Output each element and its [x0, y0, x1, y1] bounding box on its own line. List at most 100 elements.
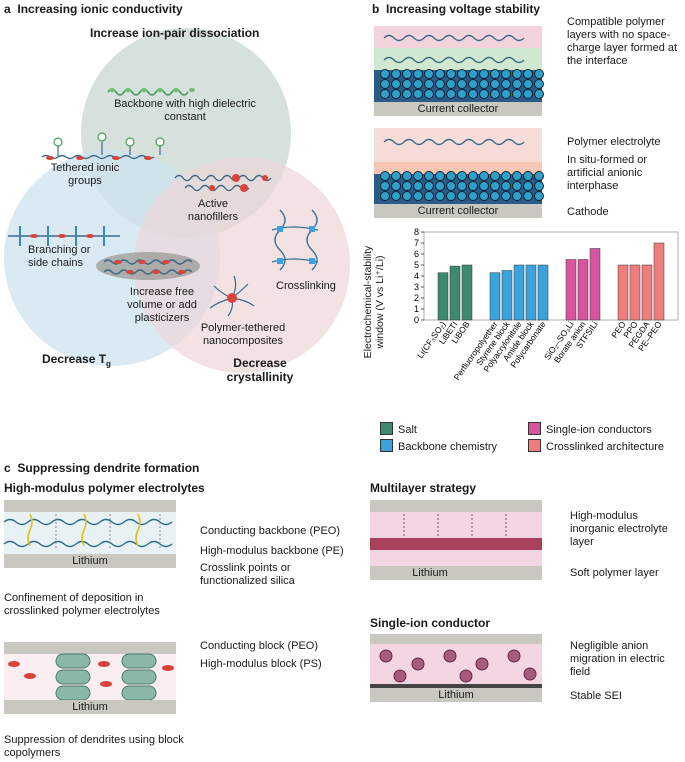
chart-bar: [629, 264, 641, 321]
legend-swatch: [528, 422, 541, 435]
cathode-particle: [435, 79, 445, 89]
cathode-particle: [402, 181, 412, 191]
cathode-particle: [534, 181, 544, 191]
cathode-particle: [512, 89, 522, 99]
legend-label: Single-ion conductors: [546, 424, 652, 436]
cathode-particle: [446, 89, 456, 99]
cathode-particle: [424, 79, 434, 89]
cathode-particle: [501, 89, 511, 99]
bc-high-modulus-label: High-modulus block (PS): [200, 658, 322, 670]
cathode-particle: [523, 89, 533, 99]
legend-swatch: [380, 422, 393, 435]
cathode-particle: [446, 181, 456, 191]
cathode-particle: [457, 171, 467, 181]
cathode-particle: [391, 181, 401, 191]
chart-bar: [501, 270, 513, 321]
chart-bar: [617, 264, 629, 321]
tethered-label: Tethered ionic groups: [50, 162, 120, 187]
legend-item: Single-ion conductors: [528, 422, 652, 436]
cathode-particle: [435, 171, 445, 181]
cathode-particle: [479, 89, 489, 99]
cathode-particle: [534, 171, 544, 181]
chart-bar: [653, 242, 665, 321]
cathode-particle: [391, 89, 401, 99]
cathode-particle: [523, 191, 533, 201]
cathode-particle: [468, 171, 478, 181]
crosslinking-label: Crosslinking: [276, 280, 336, 292]
chart-ytick-label: 4: [414, 271, 419, 281]
legend-item: Backbone chemistry: [380, 439, 497, 453]
cathode-particle: [413, 89, 423, 99]
interphase-label: In situ-formed or artificial anionic int…: [567, 154, 648, 192]
cathode-particle: [457, 89, 467, 99]
hm-caption: Confinement of deposition in crosslinked…: [4, 592, 160, 617]
cathode-particle: [413, 69, 423, 79]
hm-high-modulus-label: High-modulus backbone (PE): [200, 545, 344, 557]
chart-ytick-label: 5: [414, 260, 419, 270]
si-negligible-label: Negligible anion migration in electric f…: [570, 640, 665, 678]
chart-bar: [641, 264, 653, 321]
panel-a-heading: a Increasing ionic conductivity: [4, 2, 183, 16]
ml-lithium-label: Lithium: [412, 567, 448, 579]
cathode-particle: [380, 171, 390, 181]
cathode-particle: [534, 79, 544, 89]
chart-ytick-label: 0: [414, 315, 419, 325]
cathode-particle: [424, 181, 434, 191]
cathode-particle: [479, 79, 489, 89]
polymer-electrolyte-label: Polymer electrolyte: [567, 136, 661, 148]
cathode-particle: [391, 191, 401, 201]
cathode-particle: [446, 191, 456, 201]
circle-top-title: Increase ion-pair dissociation: [90, 26, 260, 40]
cathode-particle: [424, 191, 434, 201]
cathode-particle: [402, 89, 412, 99]
cathode-particle: [391, 79, 401, 89]
cathode-particle: [402, 171, 412, 181]
chart-bar: [449, 265, 461, 321]
cathode-particle: [512, 181, 522, 191]
cathode-particle: [479, 171, 489, 181]
cathode-particle: [435, 89, 445, 99]
cathode-particle: [479, 191, 489, 201]
chart-bar: [577, 259, 589, 321]
active-label: Active nanofillers: [187, 198, 239, 223]
chart-ytick-label: 7: [414, 238, 419, 248]
ml-title: Multilayer strategy: [370, 481, 477, 495]
cathode-label: Cathode: [567, 206, 609, 218]
cathode-particle: [424, 89, 434, 99]
cathode-particle: [468, 79, 478, 89]
hm-crosslink-label: Crosslink points or functionalized silic…: [200, 562, 295, 587]
chart-bar: [489, 272, 501, 321]
panel-b-heading: b Increasing voltage stability: [372, 2, 541, 16]
cathode-particle: [468, 89, 478, 99]
cathode-particle: [380, 191, 390, 201]
cathode-particle: [380, 79, 390, 89]
chart-ytick-label: 6: [414, 249, 419, 259]
cathode-particle: [457, 69, 467, 79]
current-collector-2: Current collector: [417, 205, 499, 217]
bc-conducting-label: Conducting block (PEO): [200, 640, 318, 652]
cathode-particle: [523, 79, 533, 89]
cathode-particle: [512, 69, 522, 79]
chart-bar: [525, 264, 537, 321]
cathode-particle: [479, 181, 489, 191]
chart-bar: [589, 248, 601, 321]
chart-bar: [461, 264, 473, 321]
chart-bar: [565, 259, 577, 321]
cathode-particle: [446, 69, 456, 79]
legend-label: Backbone chemistry: [398, 441, 498, 453]
cathode-particle: [501, 69, 511, 79]
cathode-particle: [457, 181, 467, 191]
cathode-particle: [490, 79, 500, 89]
cathode-particle: [490, 69, 500, 79]
cathode-particle: [424, 171, 434, 181]
cathode-particle: [457, 79, 467, 89]
cathode-particle: [501, 171, 511, 181]
cathode-particle: [534, 69, 544, 79]
cathode-particle: [523, 69, 533, 79]
compatible-note: Compatible polymer layers with no space-…: [567, 16, 678, 67]
ml-soft-label: Soft polymer layer: [570, 567, 659, 579]
chart-bar: [437, 272, 449, 321]
si-title: Single-ion conductor: [370, 616, 490, 630]
